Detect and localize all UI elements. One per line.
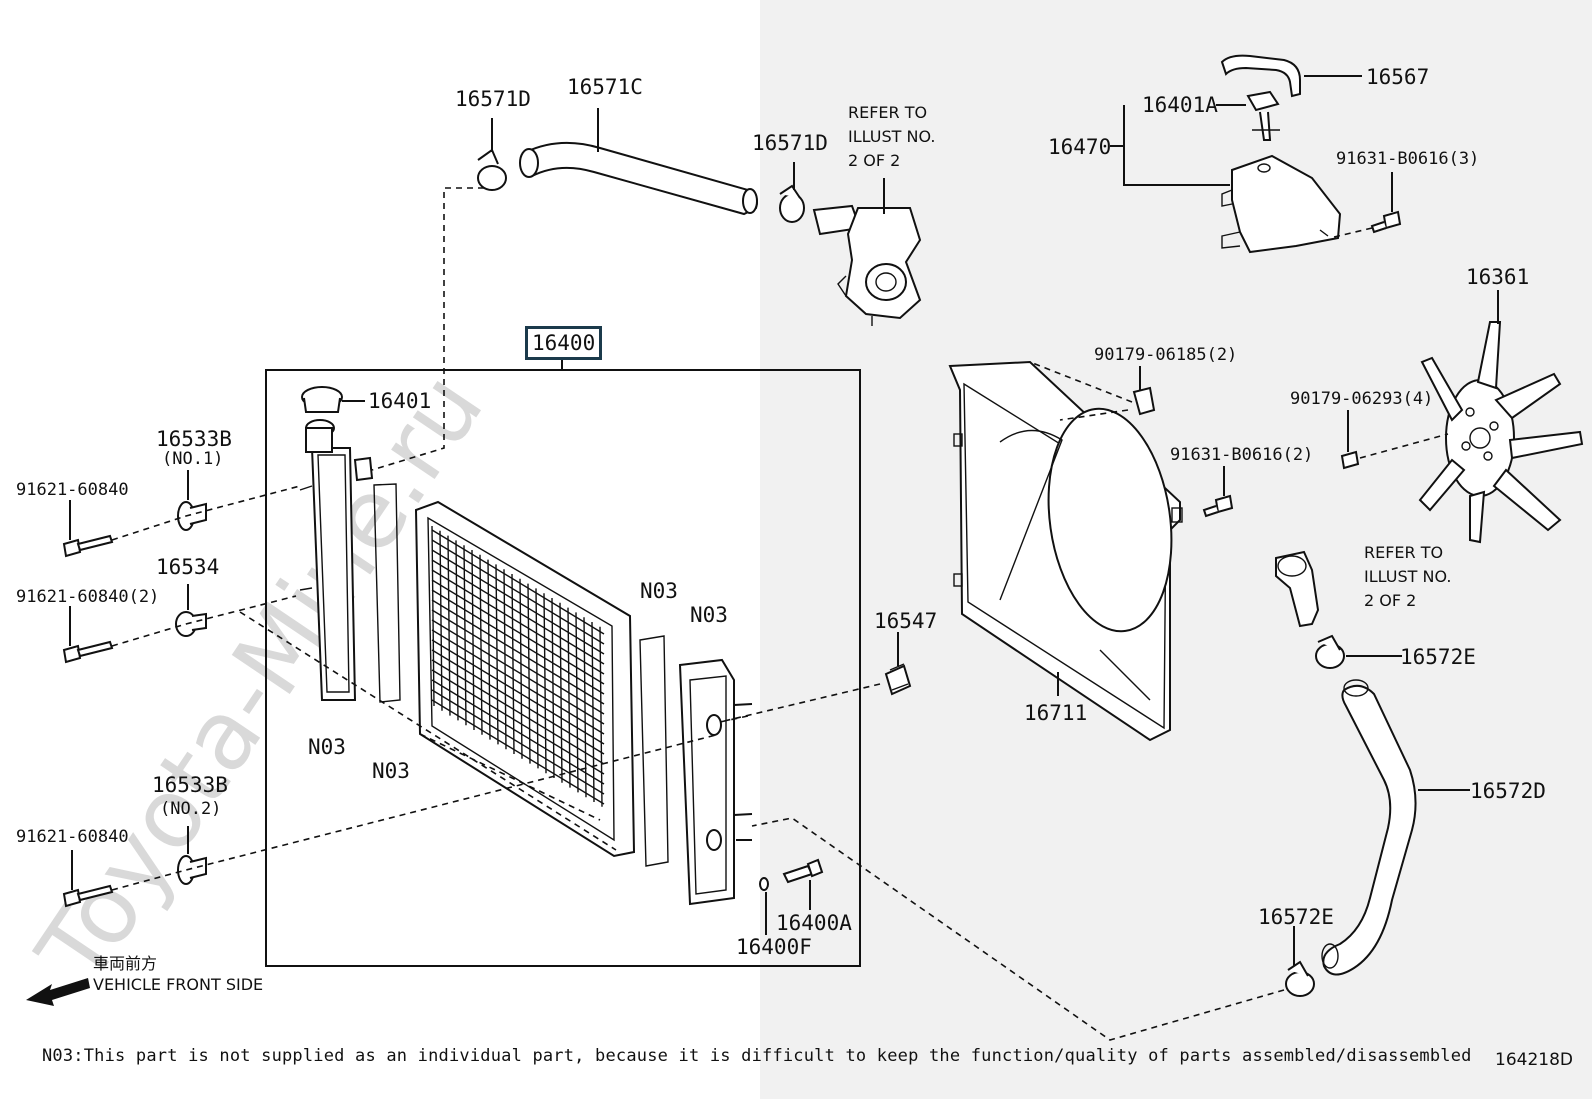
o-ring: [759, 877, 769, 891]
radiator-cap: [301, 386, 343, 413]
refer-note-2-line-2: ILLUST NO.: [1364, 567, 1451, 586]
refer-note-2-line-3: 2 OF 2: [1364, 591, 1416, 610]
bracket-16533B-1: [177, 501, 207, 531]
nut-90179-06293: [1340, 450, 1360, 470]
radiator-core: [414, 500, 636, 858]
part-callout-91621-60840-a[interactable]: 91621-60840: [16, 480, 129, 500]
reserve-cap-16401A: [1246, 90, 1280, 141]
part-callout-90179-06185[interactable]: 90179-06185(2): [1094, 345, 1237, 365]
part-callout-n03-c[interactable]: N03: [640, 579, 678, 603]
gasket-left: [373, 483, 401, 703]
vehicle-front-arrow: [26, 978, 90, 1006]
part-callout-16571D-a[interactable]: 16571D: [455, 87, 531, 111]
part-callout-91621-60840-2[interactable]: 91621-60840(2): [16, 587, 159, 607]
part-callout-91631-B0616-3[interactable]: 91631-B0616(3): [1336, 149, 1479, 169]
refer-note-2-line-1: REFER TO: [1364, 543, 1443, 562]
gasket-right: [639, 635, 669, 867]
part-callout-16571C[interactable]: 16571C: [567, 75, 643, 99]
part-callout-16400F[interactable]: 16400F: [736, 935, 812, 959]
bolt-91621-b: [62, 640, 114, 664]
shaded-region: [760, 0, 1592, 1099]
part-callout-16572E-a[interactable]: 16572E: [1400, 645, 1476, 669]
refer-note-1-line-2: ILLUST NO.: [848, 127, 935, 146]
refer-note-1-line-1: REFER TO: [848, 103, 927, 122]
part-callout-16534[interactable]: 16534: [156, 555, 219, 579]
part-callout-90179-06293[interactable]: 90179-06293(4): [1290, 389, 1433, 409]
radiator-left-tank: [299, 419, 374, 701]
part-callout-16401A[interactable]: 16401A: [1142, 93, 1218, 117]
radiator-support-16547: [884, 663, 912, 696]
overflow-hose-16567: [1220, 54, 1301, 98]
water-outlet-housing: [812, 204, 922, 326]
part-callout-16567[interactable]: 16567: [1366, 65, 1429, 89]
part-callout-16711[interactable]: 16711: [1024, 701, 1087, 725]
drain-cock: [782, 858, 824, 884]
footnote: N03:This part is not supplied as an indi…: [42, 1046, 1472, 1066]
part-callout-no1[interactable]: (NO.1): [162, 449, 223, 469]
part-callout-16470[interactable]: 16470: [1048, 135, 1111, 159]
part-callout-91621-60840-b[interactable]: 91621-60840: [16, 827, 129, 847]
part-callout-16571D-b[interactable]: 16571D: [752, 131, 828, 155]
bolt-91631-2: [1202, 494, 1234, 518]
part-callout-16533B-2[interactable]: 16533B: [152, 773, 228, 797]
reserve-tank: [1221, 154, 1342, 254]
hose-clamp-16571D-b: [779, 184, 805, 223]
part-callout-16572D[interactable]: 16572D: [1470, 779, 1546, 803]
hose-clamp-16571D-a: [477, 148, 507, 191]
radiator-right-tank: [678, 658, 753, 906]
hose-clamp-16572E-a: [1315, 634, 1345, 669]
part-callout-16400A[interactable]: 16400A: [776, 911, 852, 935]
cooling-fan: [1418, 321, 1584, 544]
water-inlet-housing: [1275, 550, 1320, 628]
bolt-91631-3: [1370, 210, 1402, 234]
hose-clamp-16572E-b: [1285, 960, 1315, 997]
figure-code: 164218D: [1495, 1050, 1573, 1070]
part-callout-16572E-b[interactable]: 16572E: [1258, 905, 1334, 929]
fan-shroud: [948, 360, 1183, 742]
bolt-91621-a: [62, 534, 114, 558]
part-callout-16547[interactable]: 16547: [874, 609, 937, 633]
part-callout-16401[interactable]: 16401: [368, 389, 431, 413]
main-assembly-label[interactable]: 16400: [525, 326, 603, 360]
upper-hose: [519, 141, 758, 216]
bracket-16533B-2: [177, 855, 207, 885]
part-callout-91631-B0616-2[interactable]: 91631-B0616(2): [1170, 445, 1313, 465]
front-label-en: VEHICLE FRONT SIDE: [93, 975, 264, 994]
lower-hose: [1321, 679, 1417, 976]
part-callout-16533B-1[interactable]: 16533B: [156, 427, 232, 451]
part-callout-16361[interactable]: 16361: [1466, 265, 1529, 289]
clip-90179-06185: [1132, 386, 1156, 416]
bracket-16534: [175, 611, 207, 637]
part-callout-no2[interactable]: (NO.2): [160, 799, 221, 819]
part-callout-n03-a[interactable]: N03: [308, 735, 346, 759]
part-callout-n03-b[interactable]: N03: [372, 759, 410, 783]
refer-note-1-line-3: 2 OF 2: [848, 151, 900, 170]
front-label-jp: 車両前方: [93, 954, 158, 973]
bolt-91621-c: [62, 884, 114, 908]
part-callout-n03-d[interactable]: N03: [690, 603, 728, 627]
